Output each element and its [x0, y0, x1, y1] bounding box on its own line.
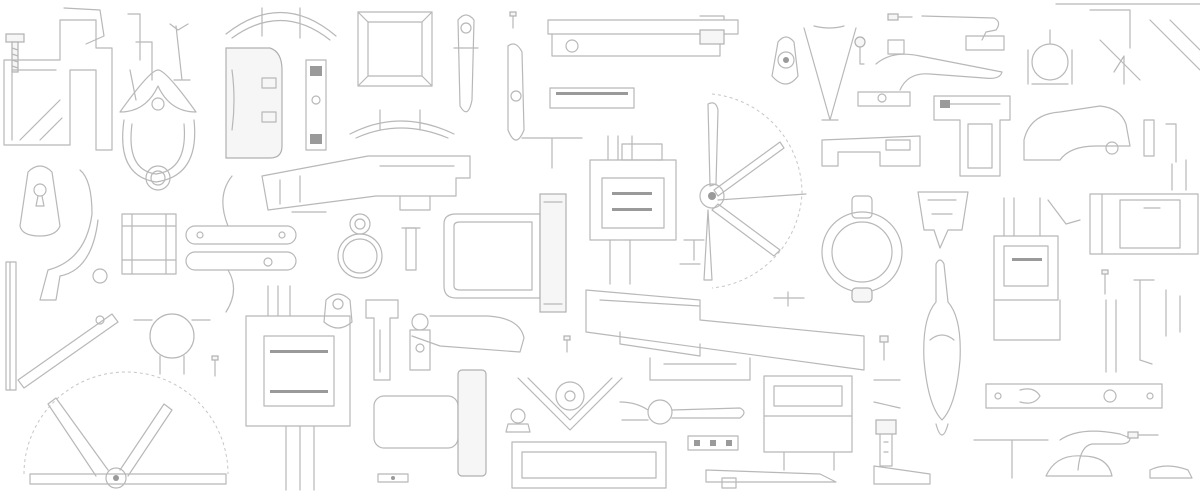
keyhole-rose-icon: [323, 293, 353, 329]
letter-plate-icon: [511, 441, 667, 489]
knob-icon: [505, 408, 531, 433]
pendant-handle-icon: [923, 259, 961, 436]
bar-icon: [873, 379, 901, 409]
window-handle-block-icon: [225, 47, 283, 159]
screw-icon: [5, 33, 25, 73]
door-lever-icon: [1045, 430, 1193, 479]
door-rail-icon: [549, 87, 635, 109]
y-bracket-icon: [973, 439, 1049, 479]
track-profile-icon: [649, 357, 751, 381]
door-lever-plate-icon: [185, 175, 297, 313]
keyhole-escutcheon-icon: [19, 165, 61, 237]
angled-rail-icon: [5, 261, 119, 391]
pin-icon: [773, 291, 805, 307]
key-icon: [854, 36, 866, 65]
small-screw-icon: [211, 355, 219, 377]
tilt-turn-handle-icon: [857, 39, 1003, 107]
frame-section-icon: [121, 213, 177, 275]
threshold-profile-icon: [585, 289, 865, 371]
small-screw-icon: [887, 13, 913, 21]
small-screw-icon: [1101, 269, 1109, 295]
door-knob-icon: [337, 213, 383, 279]
window-lever-lower-icon: [619, 399, 745, 425]
bracket-icon: [1027, 29, 1073, 85]
spacer-block-icon: [401, 227, 421, 271]
fixing-bar-icon: [1143, 119, 1177, 163]
cill-block-icon: [763, 375, 853, 471]
window-lever-icon: [921, 15, 1005, 51]
hinge-arm-icon: [803, 25, 857, 121]
door-plate-icon: [985, 383, 1163, 409]
arched-profile-icon: [225, 7, 337, 41]
transom-profile-icon: [821, 135, 921, 167]
hook-profile-icon: [39, 169, 108, 301]
pull-knob-icon: [873, 419, 931, 485]
glazing-clip-icon: [917, 191, 969, 249]
frame-section-lower-icon: [245, 285, 351, 491]
window-section-icon: [589, 135, 677, 285]
door-hinge-icon: [443, 193, 567, 313]
espagnolette-handle-icon: [507, 43, 525, 141]
hinge-swing-diagram-icon: [699, 93, 807, 289]
sill-profile-icon: [1023, 105, 1131, 161]
roller-hinge-icon: [409, 313, 525, 371]
v-bracket-icon: [517, 377, 623, 431]
casement-profile-icon: [933, 95, 1011, 177]
square-frame-icon: [357, 11, 433, 87]
keeper-plate-icon: [305, 59, 327, 151]
bay-pole-icon: [349, 109, 455, 139]
round-bracket-icon: [133, 313, 211, 375]
door-knocker-icon: [119, 69, 197, 191]
lever-handle-icon: [453, 14, 479, 113]
window-section-right-icon: [993, 197, 1061, 341]
hook-clip-icon: [127, 13, 191, 101]
keep-plate-icon: [687, 435, 739, 451]
sash-profile-icon: [261, 155, 471, 213]
hook-bracket-icon: [1047, 199, 1081, 225]
small-screw-icon: [509, 11, 517, 29]
small-screw-icon: [879, 335, 889, 361]
corner-profile-icon: [1055, 3, 1200, 85]
padlock-icon: [771, 36, 799, 85]
t-bracket-icon: [521, 137, 705, 265]
small-screw-icon: [563, 335, 571, 353]
post-profile-icon: [365, 299, 399, 381]
swing-arc-diagram-icon: [23, 371, 229, 489]
mullion-profile-icon: [1089, 159, 1199, 255]
ring-knocker-icon: [821, 195, 903, 303]
cylinder-icon: [373, 369, 487, 477]
latch-lever-icon: [705, 469, 837, 489]
fixing-clip-icon: [377, 473, 409, 483]
friction-hinge-icon: [547, 15, 739, 57]
window-frame-profile-icon: [3, 7, 113, 151]
glazing-bead-icon: [1105, 279, 1181, 373]
